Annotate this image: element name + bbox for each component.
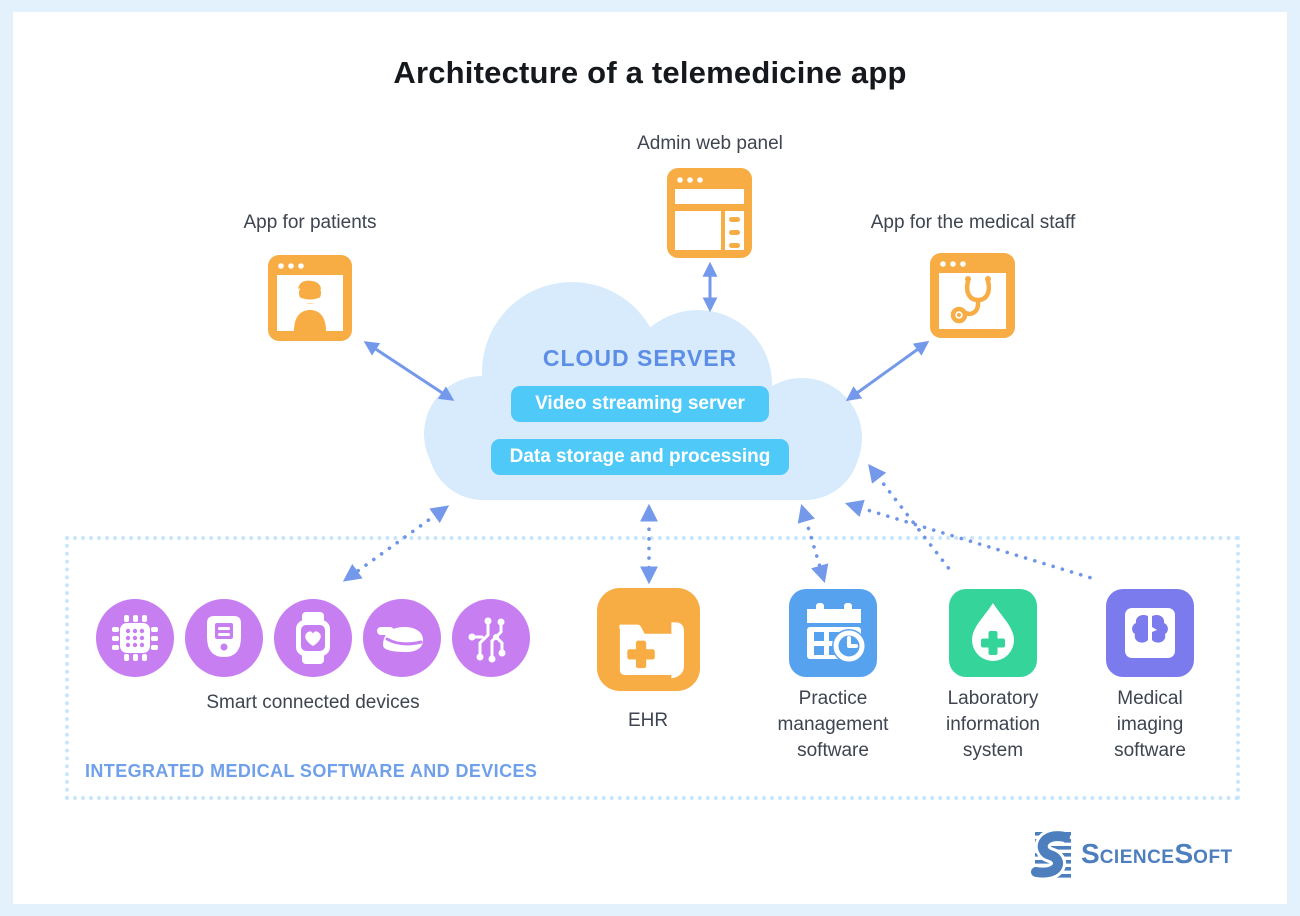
label-admin-web-panel: Admin web panel bbox=[637, 133, 783, 154]
calendar-clock-icon bbox=[789, 589, 877, 677]
admin-panel-icon bbox=[667, 168, 752, 258]
data-storage-badge: Data storage and processing bbox=[491, 439, 789, 475]
circuit-board-icon bbox=[452, 599, 530, 677]
chip-icon bbox=[96, 599, 174, 677]
cloud-server-title: CLOUD SERVER bbox=[542, 345, 738, 371]
lab-node bbox=[949, 589, 1037, 677]
video-streaming-badge: Video streaming server bbox=[511, 386, 769, 422]
label-ehr: EHR bbox=[627, 710, 669, 731]
logo-letter: S bbox=[1174, 838, 1194, 869]
ehr-folder-icon bbox=[597, 588, 700, 691]
logo-letters: OFT bbox=[1193, 847, 1233, 868]
label-lab: Laboratory information system bbox=[946, 688, 1040, 761]
admin-window-icon bbox=[667, 168, 752, 258]
device-circuit bbox=[452, 599, 530, 677]
label-practice: Practice management software bbox=[777, 688, 889, 761]
sciencesoft-logo-icon bbox=[1031, 830, 1071, 878]
label-app-patients: App for patients bbox=[243, 212, 377, 233]
practice-node bbox=[789, 589, 877, 677]
smartwatch-icon bbox=[274, 599, 352, 677]
app-staff-icon bbox=[930, 253, 1015, 338]
device-glucometer bbox=[185, 599, 263, 677]
label-smart-devices: Smart connected devices bbox=[206, 692, 420, 713]
ehr-node bbox=[597, 588, 700, 691]
logo-letters: CIENCE bbox=[1099, 847, 1175, 868]
device-pulse-oximeter bbox=[363, 599, 441, 677]
device-smartwatch bbox=[274, 599, 352, 677]
pulse-oximeter-icon bbox=[363, 599, 441, 677]
integration-zone-label: INTEGRATED MEDICAL SOFTWARE AND DEVICES bbox=[85, 761, 538, 781]
device-chip bbox=[96, 599, 174, 677]
lab-droplet-icon bbox=[949, 589, 1037, 677]
patient-window-icon bbox=[268, 255, 352, 341]
label-app-medical-staff: App for the medical staff bbox=[870, 212, 1076, 233]
stethoscope-window-icon bbox=[930, 253, 1015, 338]
page-title: Architecture of a telemedicine app bbox=[393, 55, 907, 90]
sciencesoft-logo: SCIENCESOFT bbox=[1028, 830, 1233, 878]
brain-scan-icon bbox=[1106, 589, 1194, 677]
glucometer-icon bbox=[185, 599, 263, 677]
label-imaging: Medical imaging software bbox=[1114, 688, 1186, 761]
sciencesoft-logo-text: SCIENCESOFT bbox=[1081, 838, 1233, 870]
app-patients-icon bbox=[268, 255, 352, 341]
logo-letter: S bbox=[1081, 838, 1100, 869]
imaging-node bbox=[1106, 589, 1194, 677]
